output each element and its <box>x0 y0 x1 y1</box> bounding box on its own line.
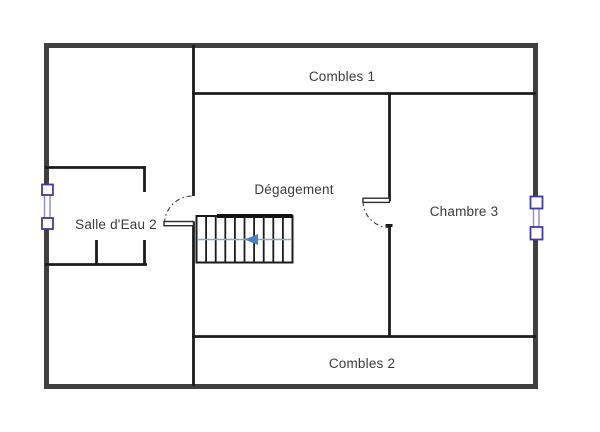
door-swing-arc-right <box>362 200 390 229</box>
window-right-frame-bottom <box>529 226 544 241</box>
room-label-combles-1: Combles 1 <box>309 69 375 84</box>
window-right-frame-top <box>529 195 544 210</box>
window-left-glazing <box>43 193 51 219</box>
window-left-frame-bottom <box>41 217 54 230</box>
door-leaf-right <box>362 197 391 204</box>
stair-direction-arrow-icon <box>244 234 258 245</box>
door-swing-arc-left <box>163 195 194 224</box>
window-left <box>41 183 54 230</box>
window-right <box>529 195 544 241</box>
room-label-combles-2: Combles 2 <box>329 356 395 371</box>
staircase <box>195 214 294 264</box>
room-label-chambre-3: Chambre 3 <box>430 204 499 219</box>
room-label-degagement: Dégagement <box>254 182 333 197</box>
room-label-salle-deau-2: Salle d'Eau 2 <box>75 217 157 232</box>
window-right-glazing <box>532 207 540 229</box>
window-left-frame-top <box>41 183 54 196</box>
door-leaf-left <box>163 220 195 227</box>
